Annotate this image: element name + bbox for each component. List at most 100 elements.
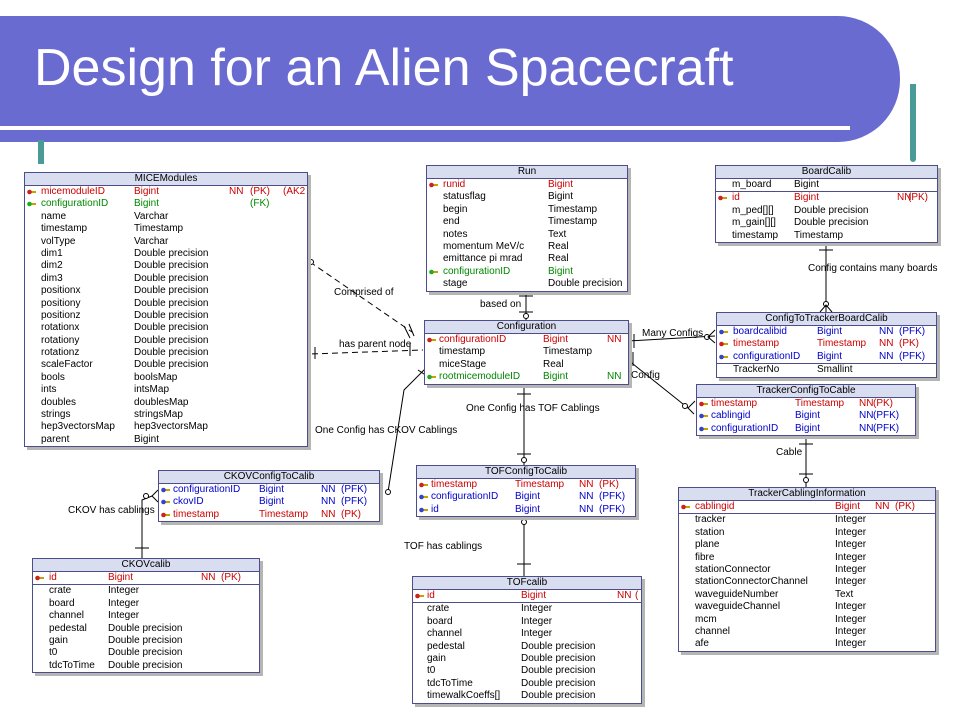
field-type: Double precision: [794, 204, 869, 216]
entity-header: TrackerConfigToCable: [697, 385, 915, 398]
column-row[interactable]: m_ped[][]Double precision: [716, 205, 937, 217]
primary-foreign-key-icon: [161, 487, 170, 493]
column-row[interactable]: m_gain[][]Double precision: [716, 217, 937, 229]
field-name: dim1: [41, 247, 63, 259]
field-constraint: NN: [879, 350, 894, 362]
primary-foreign-key-icon: [719, 329, 728, 335]
column-row[interactable]: timewalkCoeffs[]Double precision: [413, 690, 641, 702]
field-name: timestamp: [431, 479, 478, 490]
field-type: boolsMap: [134, 371, 178, 383]
